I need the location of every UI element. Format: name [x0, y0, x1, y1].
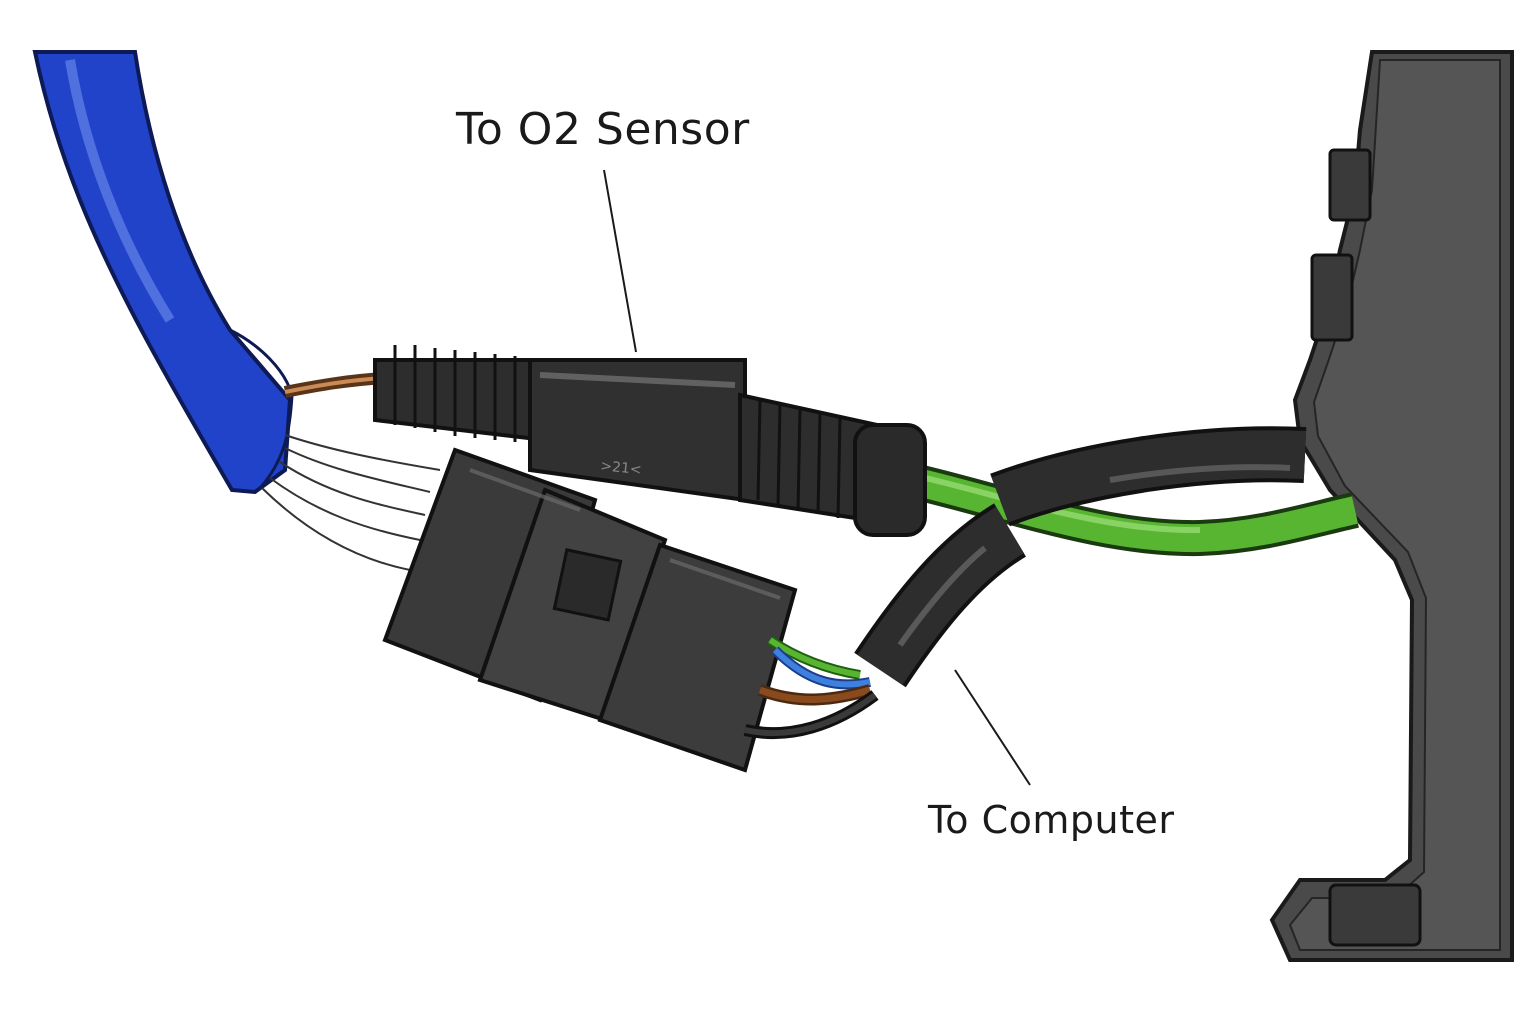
- thin-wires: [261, 434, 441, 571]
- housing-clip-middle: [1310, 253, 1354, 342]
- o2-bellows-connector: >21<: [373, 345, 927, 537]
- o2-leader-line: [603, 169, 637, 353]
- housing-clip-bottom: [1328, 883, 1422, 947]
- connector-mark: >21<: [600, 458, 643, 478]
- connector-latch: [552, 548, 623, 622]
- o2-sensor-label: To O2 Sensor: [456, 104, 750, 155]
- computer-leader-line: [954, 669, 1031, 786]
- multi-pin-connector: [382, 447, 798, 773]
- computer-label: To Computer: [928, 798, 1175, 842]
- housing-clip-top: [1328, 148, 1372, 222]
- connector-wires: [743, 635, 879, 739]
- blue-sleeve: [32, 50, 294, 495]
- computer-housing: [1269, 50, 1514, 962]
